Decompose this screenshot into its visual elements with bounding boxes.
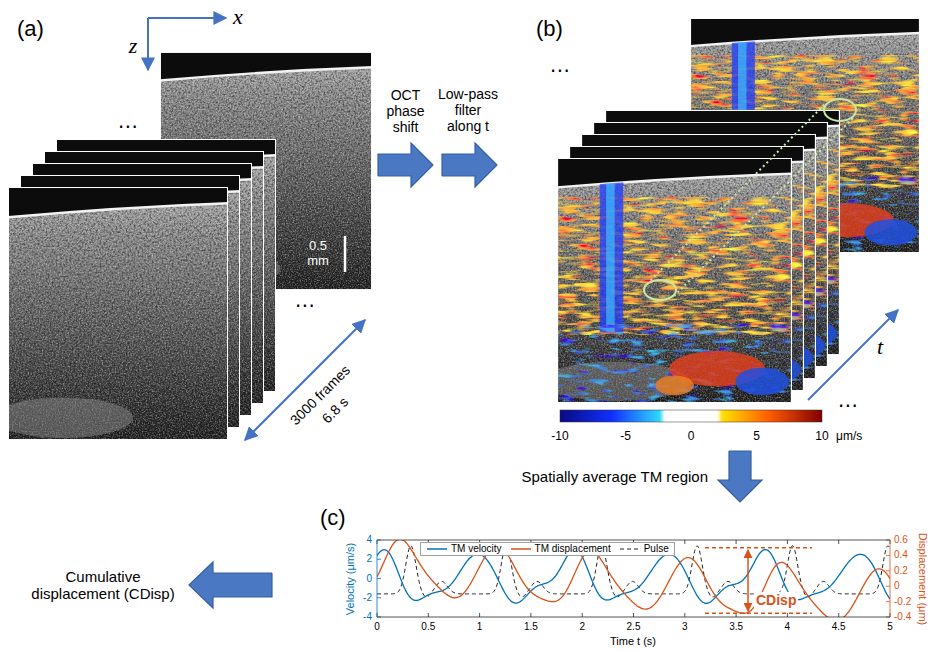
result-label: Cumulative displacement (CDisp) [24, 568, 182, 603]
axis-label: t [877, 334, 883, 359]
tick-label: 5 [887, 621, 893, 633]
legend-swatch [510, 545, 532, 553]
tick-label: 3 [682, 621, 688, 633]
cdisp-label: CDisp [754, 592, 798, 608]
axis-title: Displacement (μm) [917, 532, 930, 625]
legend-entry: TM displacement [510, 543, 611, 555]
axis-arrow [148, 17, 226, 19]
legend-label: TM displacement [535, 543, 611, 555]
legend-label: Pulse [644, 543, 669, 555]
ellipsis: ⋯ [118, 115, 138, 138]
scale-bar-label: 0.5 mm [300, 239, 336, 269]
tick-label: 2.5 [627, 621, 641, 633]
legend-entry: Pulse [619, 543, 669, 555]
tick-label: 0 [894, 580, 900, 592]
edge-label: OCT phase shift [377, 87, 435, 135]
panel: (b) [500, 8, 925, 448]
panel-label: (b) [536, 16, 563, 41]
tick-label: 3.5 [729, 621, 743, 633]
colorbar-tick: 5 [753, 430, 760, 444]
tick-label: 2 [366, 554, 372, 566]
displacement-curve [377, 540, 890, 617]
tick-label: 0.5 [421, 621, 435, 633]
tick-label: 4 [366, 534, 372, 546]
panel: (a) [5, 8, 375, 448]
time-arrow [808, 310, 898, 400]
axis-label: z [129, 33, 138, 58]
tick-label: -2 [363, 592, 372, 604]
tick-label: -0.2 [894, 596, 911, 608]
axis-title: Time t (s) [610, 635, 656, 648]
panel: (c) [275, 505, 930, 650]
result-box: Cumulative displacement (CDisp) [20, 564, 186, 607]
block-arrow [189, 562, 272, 608]
legend-swatch [426, 545, 448, 553]
colorbar-tick: 0 [688, 430, 695, 444]
ellipsis: ⋯ [550, 59, 570, 82]
edge-label: Spatially average TM region [522, 468, 709, 485]
tick-label: 4 [785, 621, 791, 633]
colorbar-unit: μm/s [836, 430, 862, 444]
tick-label: 1 [477, 621, 483, 633]
legend-entry: TM velocity [426, 543, 502, 555]
colorbar-tick: -5 [620, 430, 631, 444]
axis-title: Velocity (μm/s) [344, 542, 357, 614]
tick-label: 0.4 [894, 550, 908, 562]
tick-label: 0.2 [894, 565, 908, 577]
line-chart [377, 539, 890, 620]
colorbar-tick: 10 [815, 430, 828, 444]
scale-bar [344, 236, 347, 272]
axis-label: x [233, 4, 243, 29]
colorbar [560, 410, 822, 422]
oct-frame-stack [0, 52, 372, 440]
chart-legend: TM velocity TM displacement Pulse [420, 542, 675, 556]
time-arrow [245, 320, 365, 440]
tick-label: 0 [374, 621, 380, 633]
ellipsis: ⋯ [295, 294, 315, 317]
tick-label: -4 [363, 611, 372, 623]
velocity-curve [377, 550, 890, 604]
block-arrow [718, 451, 762, 502]
velocity-frame-stack [541, 18, 920, 403]
panel-label: (c) [320, 505, 346, 530]
tick-label: 4.5 [832, 621, 846, 633]
panel-label: (a) [17, 16, 44, 41]
process-label: Low-pass filter along t [436, 86, 500, 134]
tick-label: 0.6 [894, 534, 908, 546]
tick-label: 0 [366, 573, 372, 585]
legend-swatch [619, 545, 641, 553]
block-arrow [378, 143, 497, 187]
ellipsis: ⋯ [838, 394, 858, 417]
axis-arrow [147, 18, 149, 70]
tick-label: 1.5 [524, 621, 538, 633]
tick-label: -0.4 [894, 611, 911, 623]
tick-label: 2 [579, 621, 585, 633]
colorbar-tick: -10 [551, 430, 568, 444]
tm-region-marker [644, 99, 856, 300]
frame-count: 3000 frames [287, 362, 353, 428]
legend-label: TM velocity [451, 543, 502, 555]
